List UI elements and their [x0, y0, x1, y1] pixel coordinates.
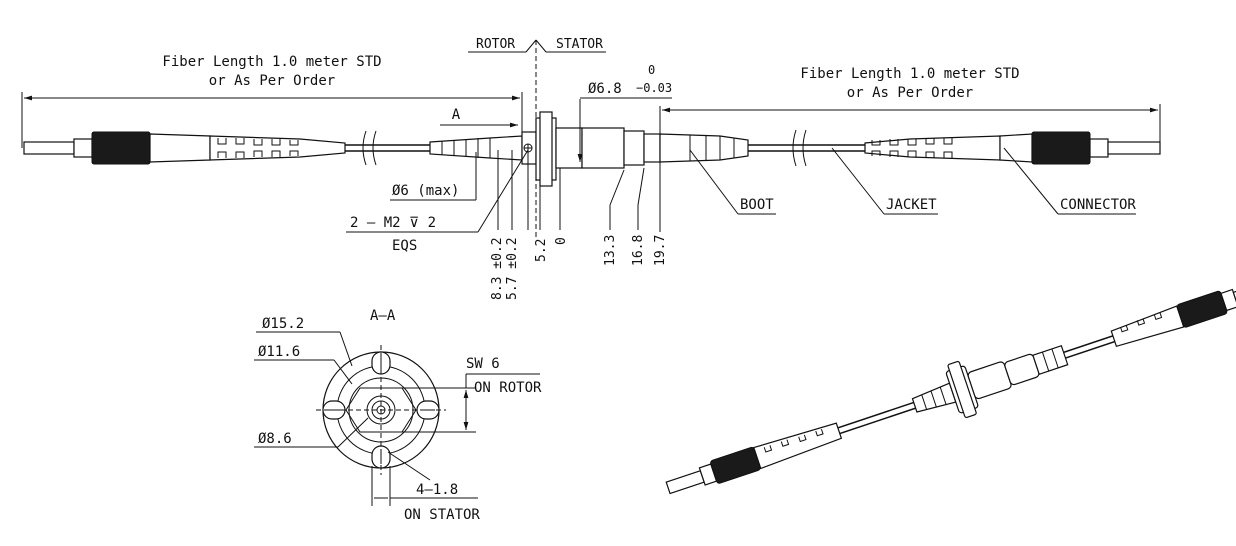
dim-0: 0 [554, 237, 569, 245]
right-length-line1: Fiber Length 1.0 meter STD [800, 66, 1019, 82]
dim-d11-6: Ø11.6 [258, 344, 300, 360]
side-view: Fiber Length 1.0 meter STD or As Per Ord… [21, 37, 1161, 300]
left-length-line2: or As Per Order [209, 73, 335, 89]
section-marker-a: A [452, 107, 461, 123]
right-connector [864, 131, 1161, 165]
stator-label: STATOR [556, 37, 603, 52]
ordinate-dims: 8.3 ±0.2 5.7 ±0.2 5.2 0 13.3 16.8 19.7 [490, 235, 668, 300]
dim-5-2: 5.2 [534, 239, 549, 262]
dim-d8-6: Ø8.6 [258, 431, 292, 447]
stator-boot [659, 129, 865, 167]
left-leaders: Ø6 (max) 2 – M2 ⊽ 2 EQS [346, 149, 529, 254]
section-title: A–A [370, 308, 396, 324]
dim-d15-2: Ø15.2 [262, 316, 304, 332]
od-dimension: Ø6.8 0 −0.03 [577, 63, 672, 162]
dim-16-8: 16.8 [631, 235, 646, 266]
thread-label: 2 – M2 ⊽ 2 [350, 215, 436, 231]
rotor-stator-body [521, 40, 661, 240]
rotor-stator-labels: ROTOR STATOR [468, 37, 606, 53]
dim-19-7: 19.7 [653, 235, 668, 266]
callouts: BOOT JACKET CONNECTOR [689, 147, 1136, 215]
boot-callout: BOOT [740, 197, 774, 213]
on-stator-label: ON STATOR [404, 507, 480, 523]
right-boot-ribs [864, 135, 1001, 161]
eqs-label: EQS [392, 238, 417, 254]
left-boot-ribs [209, 135, 346, 161]
max-dia-label: Ø6 (max) [392, 183, 459, 199]
dim-13-3: 13.3 [603, 235, 618, 266]
right-length-dimension: Fiber Length 1.0 meter STD or As Per Ord… [659, 66, 1161, 232]
section-body [316, 345, 446, 475]
section-view: A–A Ø15.2 [254, 308, 542, 523]
sw-label: SW 6 [466, 356, 500, 372]
left-connector [23, 130, 430, 166]
slot-dim-label: 4–1.8 [416, 482, 458, 498]
left-length-dimension: Fiber Length 1.0 meter STD or As Per Ord… [21, 54, 523, 148]
left-length-line1: Fiber Length 1.0 meter STD [162, 54, 381, 70]
rotor-label: ROTOR [476, 37, 515, 52]
od-tol-lower: −0.03 [636, 81, 672, 95]
section-dimensions: Ø15.2 Ø11.6 Ø8.6 SW 6 ON ROTOR 4–1.8 ON … [254, 316, 542, 523]
right-length-line2: or As Per Order [847, 85, 973, 101]
od-label: Ø6.8 [588, 81, 622, 97]
rotor-boot: A [429, 107, 523, 161]
on-rotor-label: ON ROTOR [474, 380, 542, 396]
jacket-callout: JACKET [886, 197, 937, 213]
od-tol-upper: 0 [648, 63, 655, 77]
ordinate-extensions [497, 150, 645, 230]
connector-callout: CONNECTOR [1060, 197, 1136, 213]
dim-5-7: 5.7 ±0.2 [505, 237, 520, 300]
isometric-view [665, 275, 1236, 495]
dim-8-3: 8.3 ±0.2 [490, 237, 505, 300]
